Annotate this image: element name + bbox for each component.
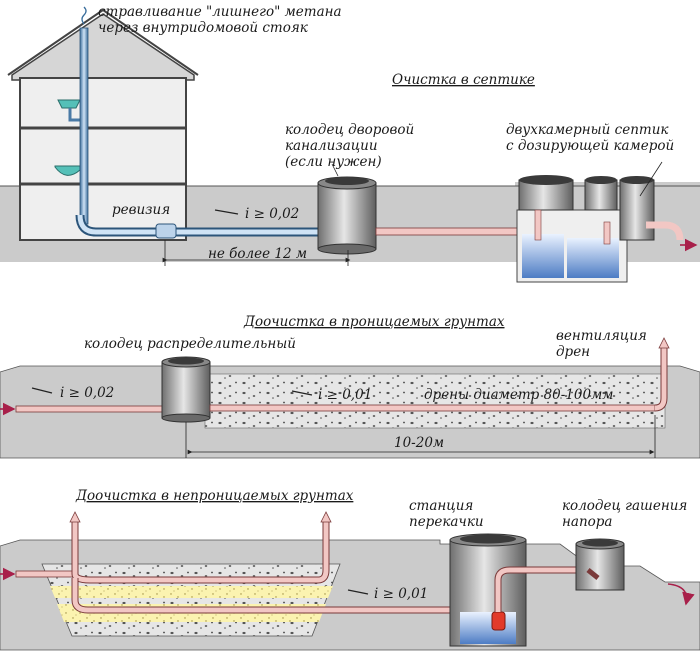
septic-tank	[516, 175, 698, 283]
distance-label-1: не более 12 м	[208, 246, 307, 262]
pump-icon	[491, 611, 506, 631]
damping-well-label-1: колодец гашения	[562, 498, 687, 514]
damping-well	[575, 538, 625, 591]
internal-riser	[79, 27, 89, 225]
sink	[57, 99, 81, 109]
distribution-well	[161, 356, 211, 423]
pump-station-label-2: перекачки	[409, 514, 484, 530]
section-impermeable: Доочистка в непроницаемых грунтах станци…	[0, 488, 700, 651]
section3-title: Доочистка в непроницаемых грунтах	[75, 488, 354, 504]
section-septic: стравливание "лишнего" метана через внут…	[0, 4, 700, 283]
yard-well-label-3: (если нужен)	[285, 154, 382, 170]
distribution-well-label: колодец распределительный	[84, 336, 296, 352]
methane-vent-icon	[81, 6, 87, 25]
slope-label-3: i ≥ 0,01	[318, 387, 372, 403]
filter-trench	[41, 563, 341, 637]
septic-label-2: с дозирующей камерой	[506, 138, 674, 154]
house	[7, 8, 199, 241]
vent-cap-icon	[69, 511, 81, 523]
slope-label-1: i ≥ 0,02	[245, 206, 299, 222]
vent-cap-icon	[320, 511, 332, 523]
drain-gravel-bed	[204, 373, 666, 429]
revision-label: ревизия	[112, 202, 170, 218]
drain-vent-label-2: дрен	[556, 344, 590, 360]
section-permeable: Доочистка в проницаемых грунтах колодец …	[0, 314, 700, 459]
septic-label-1: двухкамерный септик	[506, 122, 669, 138]
revision-fitting	[155, 223, 177, 239]
vent-label-1: стравливание "лишнего" метана	[98, 4, 342, 20]
pipe-to-septic	[375, 227, 532, 236]
drain-diameter-label: дрены диаметр 80-100мм	[424, 387, 613, 403]
slope-label-2: i ≥ 0,02	[60, 385, 114, 401]
vent-cap-icon	[658, 337, 670, 349]
section2-title: Доочистка в проницаемых грунтах	[243, 314, 505, 330]
distance-label-2: 10-20м	[394, 435, 444, 451]
damping-well-label-2: напора	[562, 514, 612, 530]
vent-label-2: через внутридомовой стояк	[98, 20, 309, 36]
pump-station-label-1: станция	[409, 498, 473, 514]
drain-pipe	[209, 404, 656, 412]
section1-title: Очистка в септике	[392, 72, 535, 88]
slope-label-4: i ≥ 0,01	[374, 586, 428, 602]
drain-vent-label-1: вентиляция	[556, 328, 647, 344]
pump-station	[449, 533, 588, 647]
yard-well	[317, 176, 377, 255]
yard-well-label-2: канализации	[285, 138, 378, 154]
yard-well-label-1: колодец дворовой	[285, 122, 414, 138]
